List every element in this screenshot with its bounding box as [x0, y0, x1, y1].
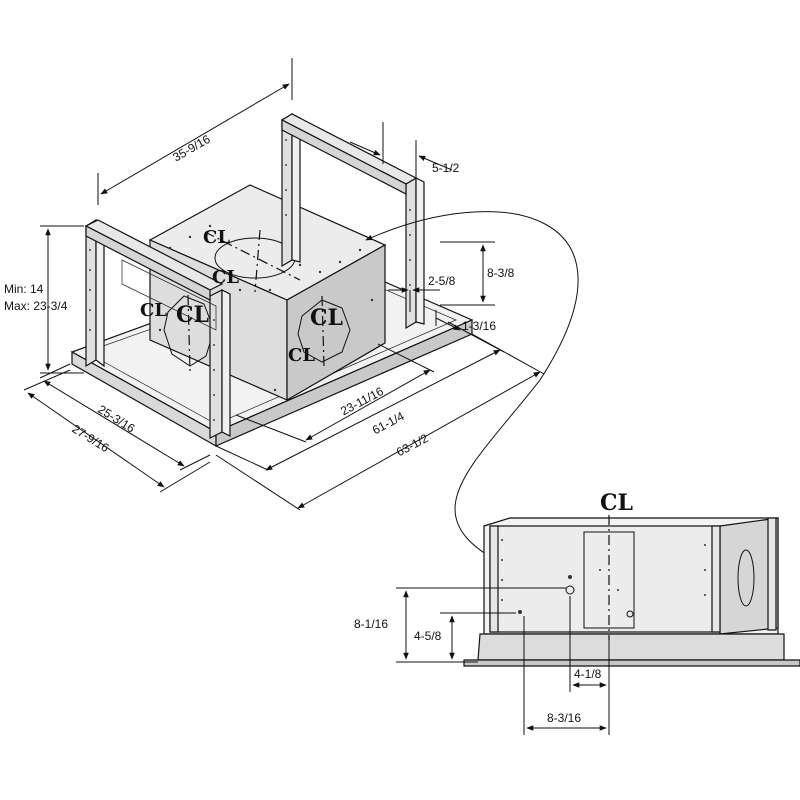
svg-text:CL: CL [288, 345, 315, 366]
dim-depth-outer: 27-9/16 [70, 422, 112, 456]
dim-height-min: Min: 14 [4, 282, 44, 296]
dim-right-offset: 2-5/8 [428, 274, 456, 288]
mounting-frame-left [84, 218, 231, 439]
dim-detail-horiz-outer: 8-3/16 [547, 711, 581, 725]
dim-depth-inner: 25-3/16 [95, 402, 137, 436]
main-isometric-view: CL CL CL CL CL CL [4, 58, 545, 511]
detail-dimension-lines [396, 587, 610, 735]
svg-text:CL: CL [212, 267, 239, 288]
svg-text:CL: CL [203, 227, 230, 248]
dim-frame-width: 35-9/16 [170, 132, 213, 165]
detail-view: CL 8-1/16 4-5/8 4-1/8 8-3/16 [354, 490, 800, 735]
dim-detail-height-outer: 8-1/16 [354, 617, 388, 631]
dim-right-height: 8-3/8 [487, 266, 515, 280]
dim-height-max: Max: 23-3/4 [4, 299, 68, 313]
detail-callout-arrow [365, 211, 579, 573]
detail-dimension-labels: 8-1/16 4-5/8 4-1/8 8-3/16 [354, 617, 602, 725]
dim-length-outer: 63-1/2 [394, 431, 431, 459]
dim-detail-horiz-inner: 4-1/8 [574, 667, 602, 681]
svg-text:CL: CL [140, 300, 167, 321]
svg-text:CL: CL [176, 302, 209, 328]
dim-top-offset: 5-1/2 [432, 161, 460, 175]
dim-side-offset: 1-3/16 [462, 319, 496, 333]
svg-text:CL: CL [310, 305, 343, 331]
dim-length-inner: 61-1/4 [370, 409, 407, 437]
detail-centerline-symbol: CL [600, 490, 633, 516]
dim-detail-height-inner: 4-5/8 [414, 629, 442, 643]
